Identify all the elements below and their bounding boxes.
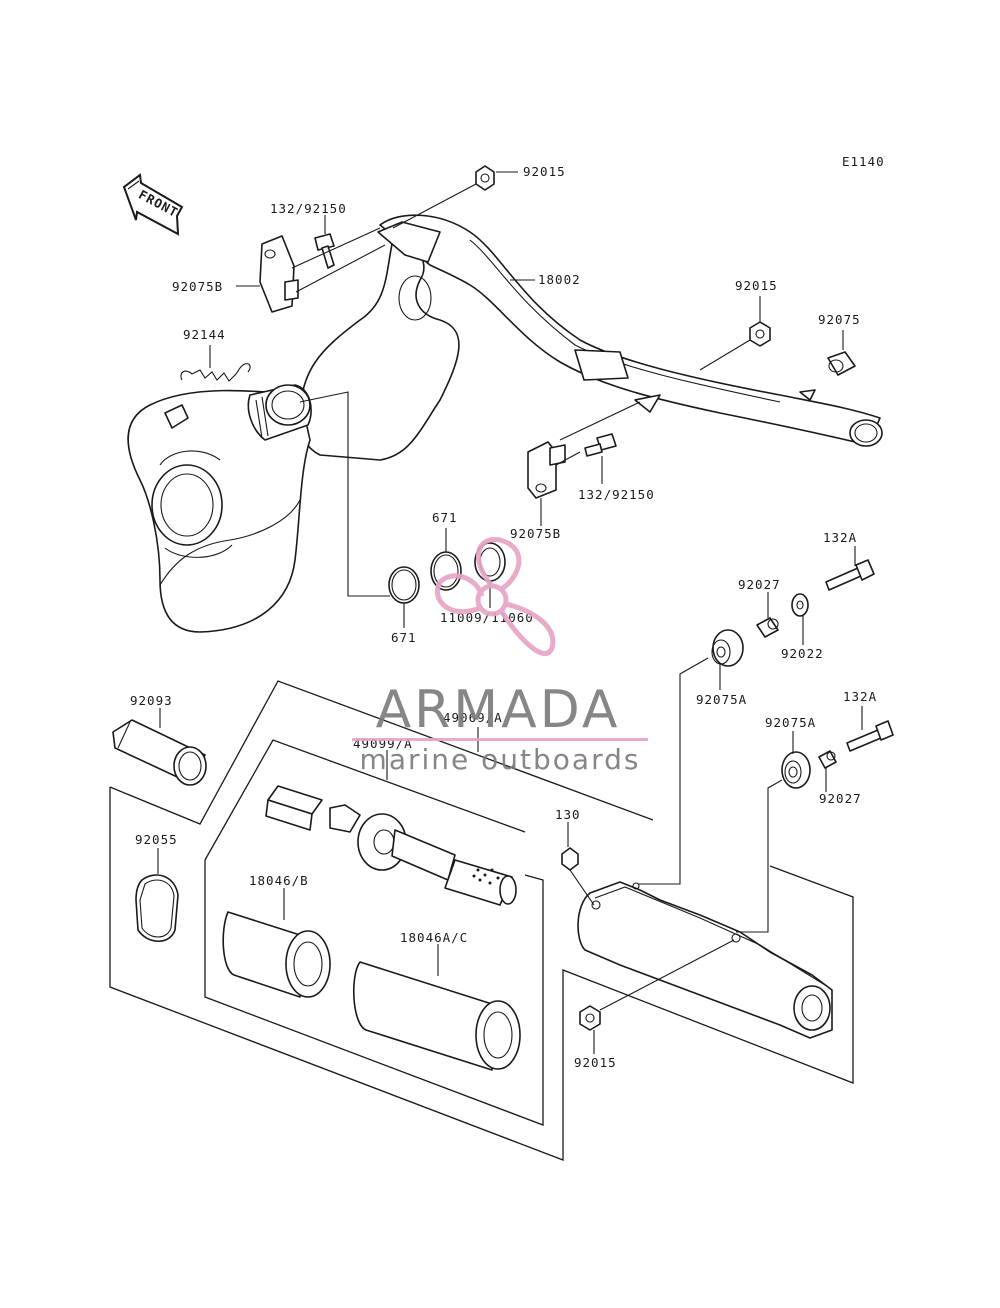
- bolt-132A-top: [825, 559, 875, 591]
- label-92144: 92144: [183, 327, 226, 342]
- damper-92075B-left: [259, 235, 299, 313]
- label-92015-right: 92015: [735, 278, 778, 293]
- damper-92075B-mid: [527, 441, 566, 499]
- label-92022: 92022: [781, 646, 824, 661]
- plug-130: [561, 847, 595, 906]
- connector-92093: [112, 719, 207, 786]
- coupler-pipe: [247, 384, 312, 441]
- front-arrow-icon: FRONT: [122, 173, 184, 236]
- cap-92075: [827, 351, 856, 376]
- label-132-92150-top: 132/92150: [270, 201, 347, 216]
- sleeve-18046B: [222, 911, 331, 998]
- label-132A-bottom: 132A: [843, 689, 877, 704]
- collar-92027-top: [756, 617, 779, 638]
- label-132-92150-mid: 132/92150: [578, 487, 655, 502]
- label-18046AC: 18046A/C: [400, 930, 468, 945]
- spring-92144: [180, 363, 251, 382]
- label-130: 130: [555, 807, 581, 822]
- nut-92015-right: [749, 321, 771, 347]
- damper-92075A-bottom: [781, 751, 811, 789]
- label-92015-top: 92015: [523, 164, 566, 179]
- washer-92022: [791, 593, 809, 617]
- watermark-logo: ARMADA marine outboards: [352, 537, 648, 776]
- silencer-body: [577, 881, 833, 1039]
- label-92075A-bottom: 92075A: [765, 715, 816, 730]
- label-92075B-mid: 92075B: [510, 526, 561, 541]
- exhaust-pipe-18002: [127, 214, 883, 633]
- label-92015-bottom: 92015: [574, 1055, 617, 1070]
- label-671-lower: 671: [391, 630, 417, 645]
- label-92075A-top: 92075A: [696, 692, 747, 707]
- label-92093: 92093: [130, 693, 173, 708]
- damper-92075A-top: [711, 629, 744, 667]
- watermark-tagline: marine outboards: [360, 743, 641, 776]
- label-92055: 92055: [135, 832, 178, 847]
- label-49069A: 49069/A: [443, 710, 503, 725]
- bolt-132-92150-top: [314, 233, 335, 269]
- bolt-132-92150-mid: [584, 433, 617, 457]
- propeller-icon: [434, 537, 556, 656]
- sleeve-18046AC: [352, 961, 521, 1071]
- inner-kit-box: [204, 860, 544, 1126]
- label-18002: 18002: [538, 272, 581, 287]
- nut-92015-bottom: [579, 1005, 601, 1031]
- watermark-brand: ARMADA: [376, 680, 621, 740]
- diagram-code: E1140: [842, 154, 885, 169]
- o-ring-671-lower: [388, 566, 420, 604]
- label-671-upper: 671: [432, 510, 458, 525]
- muffler-assembly-box: [109, 787, 854, 1161]
- gasket-92055: [135, 874, 179, 943]
- label-92027-top: 92027: [738, 577, 781, 592]
- label-132A-top: 132A: [823, 530, 857, 545]
- label-18046B: 18046/B: [249, 873, 309, 888]
- label-92027-bottom: 92027: [819, 791, 862, 806]
- inner-pipe-49099A: [265, 785, 517, 906]
- label-92075B-left: 92075B: [172, 279, 223, 294]
- bolt-132A-bottom: [846, 720, 894, 752]
- nut-92015-top: [475, 165, 495, 191]
- label-92075: 92075: [818, 312, 861, 327]
- collar-92027-bottom: [818, 750, 837, 769]
- o-ring-671-upper: [430, 551, 462, 591]
